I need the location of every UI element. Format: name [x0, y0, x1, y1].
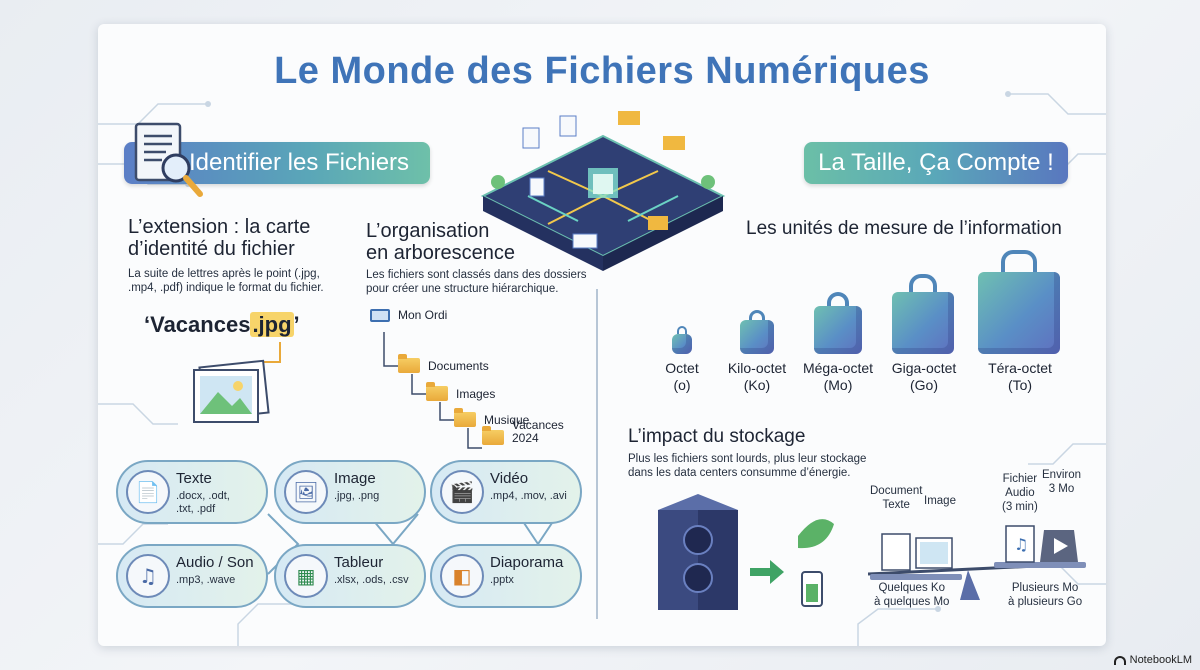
file-type-video: 🎬 Vidéo .mp4, .mov, .avi	[430, 460, 582, 524]
organisation-heading: L’organisation en arborescence	[366, 220, 515, 264]
notebooklm-logo-icon	[1113, 655, 1126, 665]
file-type-audio: ♫ Audio / Son .mp3, .wave	[116, 544, 268, 608]
extension-heading: L’extension : la carte d’identité du fic…	[128, 216, 311, 260]
picture-icon: 🖼	[284, 470, 328, 514]
tree-item-vacances-2024: Vacances 2024	[482, 410, 564, 445]
unit-label-giga-octet: Giga-octet(Go)	[891, 360, 957, 393]
cube-octet	[672, 326, 692, 354]
file-type-image: 🖼 Image .jpg, .png	[274, 460, 426, 524]
laptop-icon	[370, 308, 390, 322]
file-type-diaporama: ◧ Diaporama .pptx	[430, 544, 582, 608]
infographic-card: Le Monde des Fichiers Numériques	[98, 24, 1106, 646]
section-divider	[596, 289, 598, 619]
impact-description: Plus les fichiers sont lourds, plus leur…	[628, 453, 867, 479]
folder-icon	[426, 382, 448, 401]
banner-taille-compte: La Taille, Ça Compte !	[804, 142, 1068, 184]
units-heading: Les unités de mesure de l’information	[746, 218, 1062, 239]
label-environ-3mo: Environ 3 Mo	[1042, 469, 1081, 495]
cube-tera-octet	[978, 250, 1060, 354]
impact-heading: L’impact du stockage	[628, 426, 806, 447]
balance-scale-illustration: ♫	[868, 525, 1086, 600]
tree-item-documents: Documents	[398, 354, 489, 373]
unit-label-tera-octet: Téra-octet(To)	[988, 360, 1052, 393]
folder-icon	[398, 354, 420, 373]
cube-kilo-octet	[740, 310, 774, 354]
svg-text:♫: ♫	[1014, 535, 1028, 554]
cube-giga-octet	[892, 274, 954, 354]
tree-item-images: Images	[426, 382, 495, 401]
file-type-texte: 📄 Texte .docx, .odt,.txt, .pdf	[116, 460, 268, 524]
unit-label-kilo-octet: Kilo-octet(Ko)	[727, 360, 787, 393]
label-document-texte: Document Texte	[870, 485, 923, 511]
folder-icon	[482, 426, 504, 445]
tree-connector-lines	[383, 332, 482, 449]
extension-description: La suite de lettres après le point (.jpg…	[128, 268, 324, 294]
folder-icon	[454, 408, 476, 427]
spreadsheet-icon: ▦	[284, 554, 328, 598]
label-fichier-audio: Fichier Audio (3 min)	[1002, 473, 1038, 513]
extension-highlight: .jpg	[250, 312, 294, 337]
photo-file-icon	[193, 342, 281, 423]
banner-right-label: La Taille, Ça Compte !	[818, 149, 1054, 176]
notebooklm-watermark: NotebookLM	[1113, 654, 1192, 666]
label-right-pan: Plusieurs Mo à plusieurs Go	[1008, 582, 1083, 608]
organisation-description: Les fichiers sont classés dans des dossi…	[366, 269, 587, 295]
file-type-tableur: ▦ Tableur .xlsx, .ods, .csv	[274, 544, 426, 608]
label-left-pan: Quelques Ko à quelques Mo	[874, 582, 950, 608]
tree-item-musique: Musique	[454, 408, 529, 427]
presentation-icon: ◧	[440, 554, 484, 598]
unit-label-octet: Octet(o)	[665, 360, 699, 393]
unit-label-mega-octet: Méga-octet(Mo)	[802, 360, 874, 393]
document-icon: 📄	[126, 470, 170, 514]
data-center-energy-illustration	[658, 494, 834, 610]
extension-example: ‘Vacances.jpg’	[144, 312, 300, 337]
file-network-illustration	[480, 111, 726, 271]
banner-left-label: Identifier les Fichiers	[188, 149, 410, 176]
tree-item-mon-ordi: Mon Ordi	[370, 308, 447, 322]
page-title: Le Monde des Fichiers Numériques	[274, 50, 930, 92]
label-image: Image	[924, 495, 956, 507]
clapperboard-icon: 🎬	[440, 470, 484, 514]
document-magnifier-icon	[134, 122, 203, 197]
cube-mega-octet	[814, 292, 862, 354]
music-note-icon: ♫	[126, 554, 170, 598]
